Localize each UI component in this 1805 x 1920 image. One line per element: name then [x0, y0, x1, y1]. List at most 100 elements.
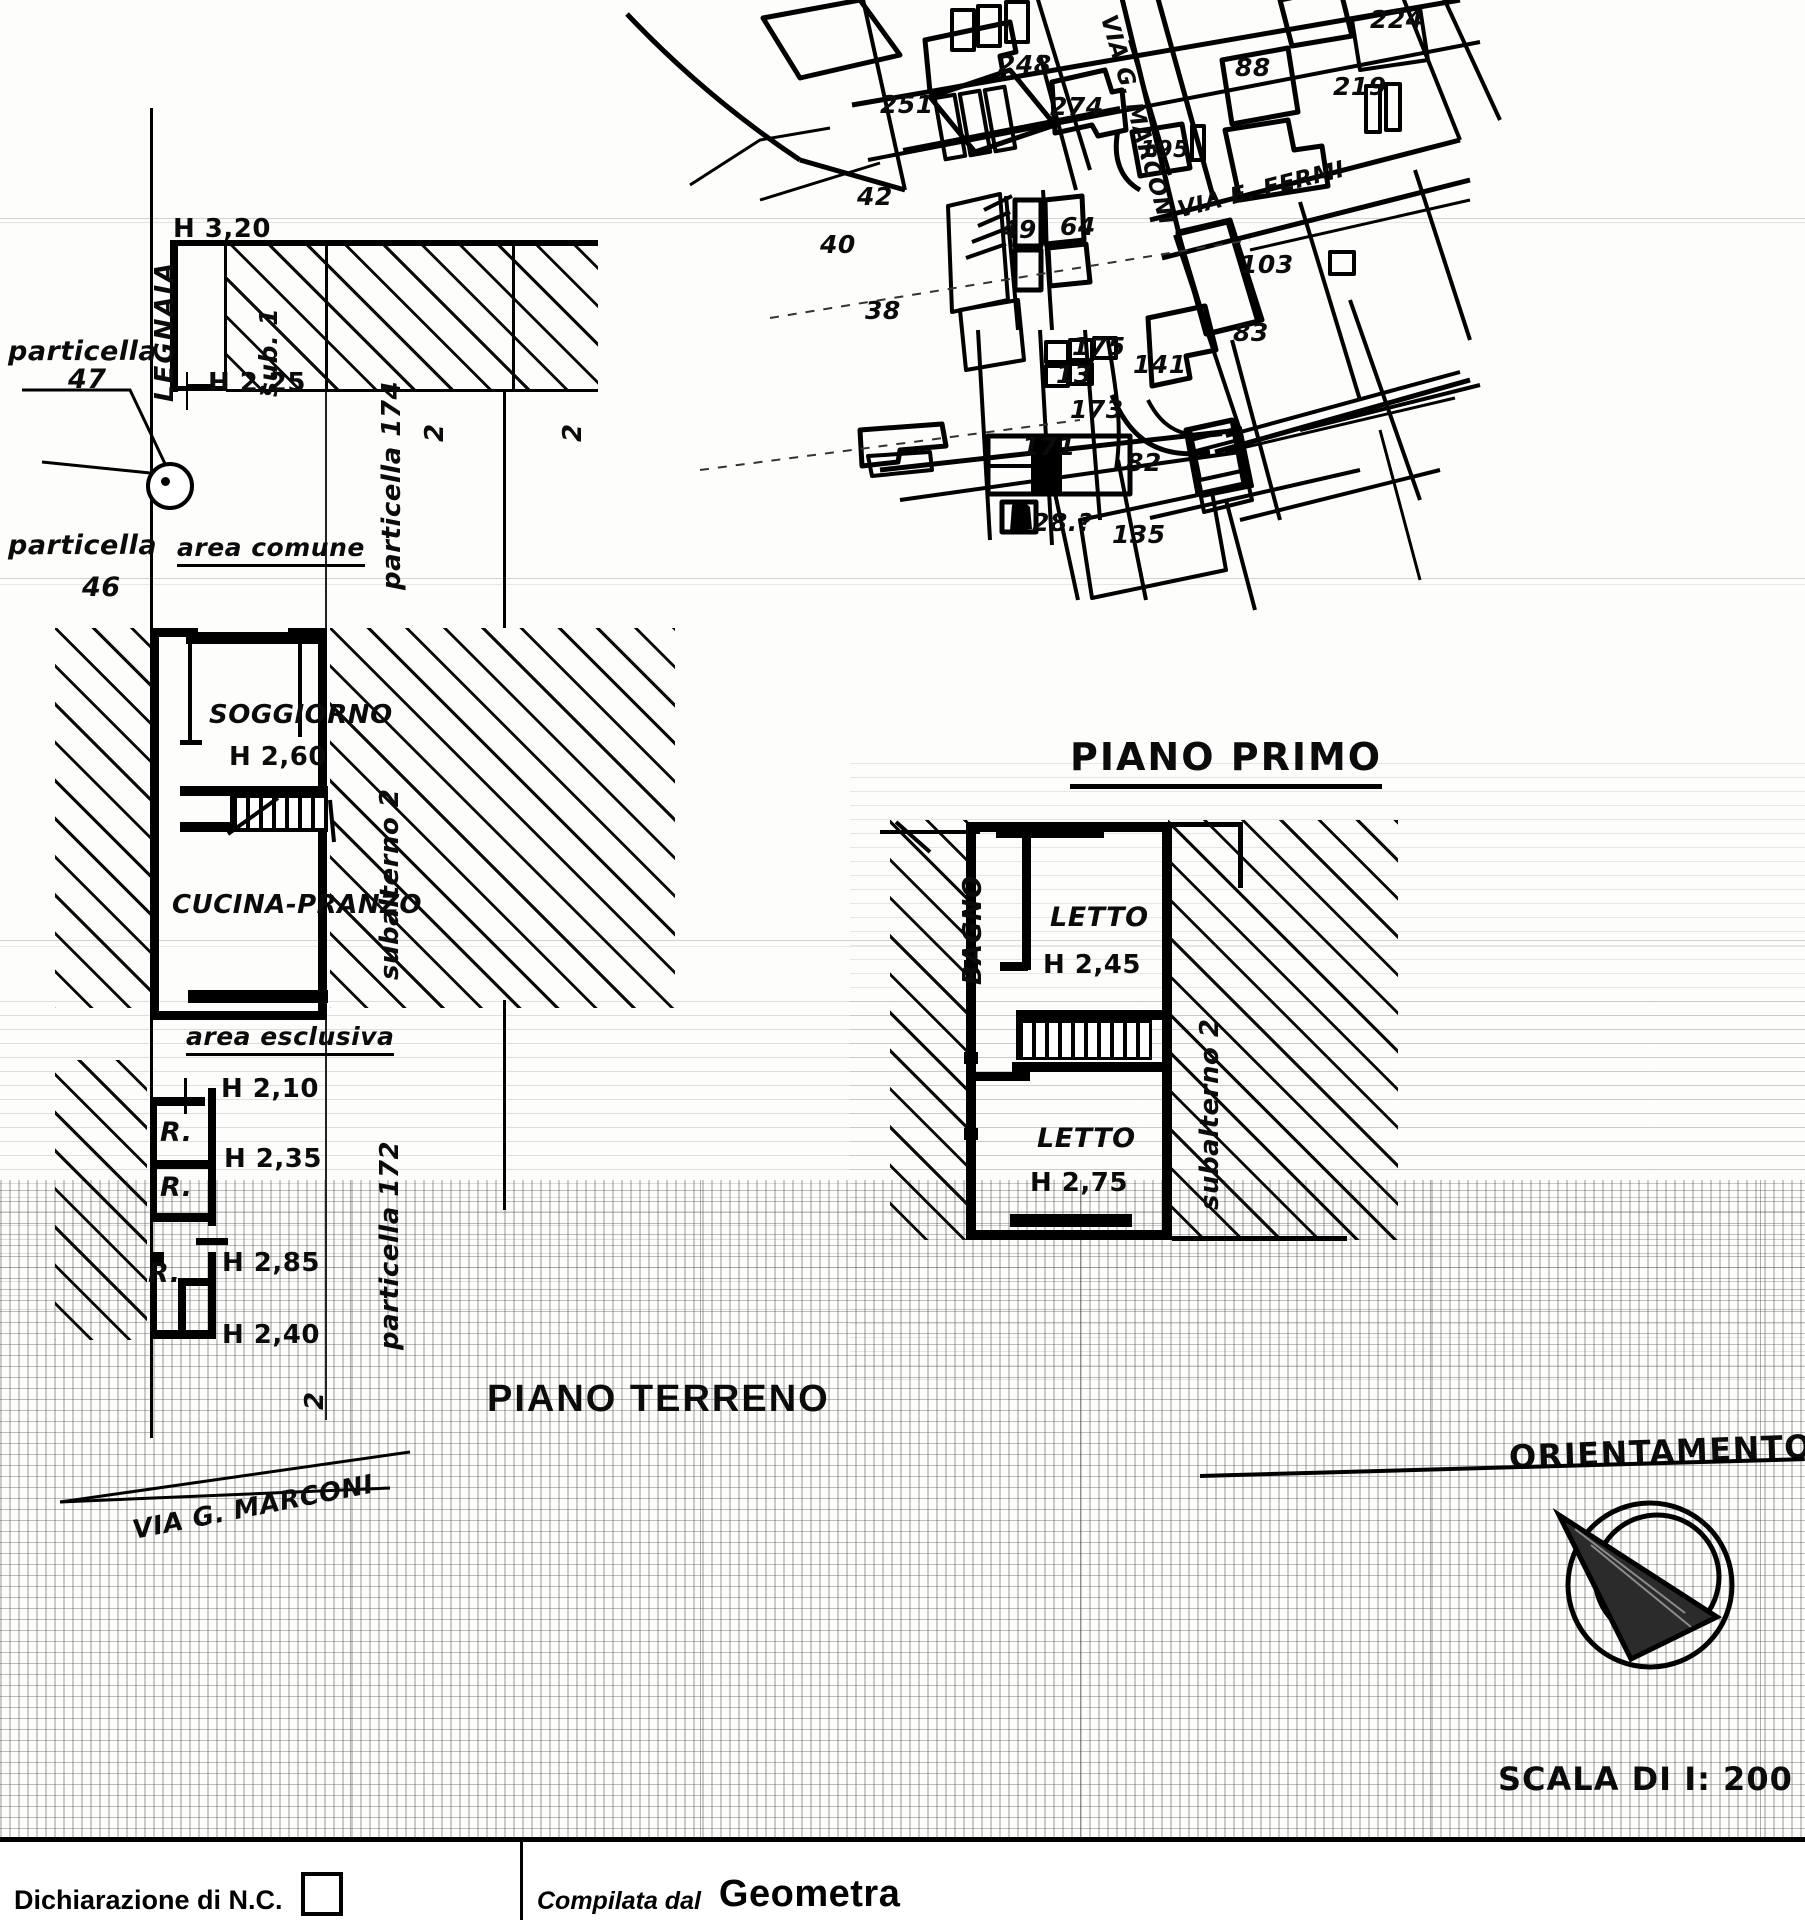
- unit-bottom-wall: [150, 1011, 327, 1020]
- height-2-35: H 2,35: [224, 1144, 322, 1174]
- lower-left-hatch: [55, 1060, 147, 1340]
- r1-left-wall: [150, 1097, 157, 1165]
- staircase-ground: [230, 795, 328, 831]
- compass-rose-icon: [1535, 1485, 1765, 1685]
- r1-door-tick: [184, 1078, 187, 1114]
- room-r2-label: R.: [160, 1172, 193, 1203]
- ff-boundary-lines: [880, 818, 1200, 878]
- map-parcel-13: 13: [1056, 360, 1092, 389]
- unit-left-wall: [150, 628, 159, 1020]
- parcel-47-leader: [20, 370, 280, 570]
- unit-top-wall-left: [150, 628, 198, 637]
- r2-right-wall: [208, 1160, 216, 1226]
- ff-extension-right: [1172, 822, 1242, 827]
- map-parcel-82: 82: [1126, 448, 1162, 477]
- ff-left-jamb-b: [964, 1052, 978, 1064]
- parcel-172-label: particella 172: [375, 1140, 405, 1350]
- ff-right-return: [1238, 822, 1243, 888]
- room-letto-1-label: LETTO: [1050, 902, 1149, 933]
- ff-stair-top-rail: [1016, 1010, 1164, 1020]
- ff-right-wall: [1162, 822, 1172, 1240]
- height-3-20: H 3,20: [173, 214, 271, 244]
- room-bagno-label: BAGNO: [958, 874, 988, 985]
- r2-left-wall: [150, 1160, 157, 1222]
- ff-left-jamb-a: [964, 960, 978, 972]
- footer-compiled-cell: Compilata dal Geometra: [523, 1842, 1805, 1920]
- map-parcel-40: 40: [820, 230, 856, 259]
- map-parcel-38: 38: [865, 296, 901, 325]
- bagno-threshold: [1000, 962, 1028, 971]
- map-parcel-28: 28.?: [1032, 508, 1093, 537]
- subalterno-2-ground: subalterno 2: [375, 788, 405, 980]
- ff-stair-bottom-rail: [1012, 1062, 1164, 1072]
- r2-bottom-wall-a: [150, 1213, 190, 1222]
- sub1-partition: [325, 243, 328, 391]
- map-parcel-141: 141: [1133, 350, 1187, 379]
- r3-right-wall: [208, 1252, 216, 1338]
- map-parcel-83: 83: [1233, 318, 1269, 347]
- r3-inner-box-side: [178, 1278, 186, 1334]
- map-parcel-175: 175: [1072, 332, 1126, 361]
- sub-mark-b: 2: [558, 423, 588, 442]
- bagno-partition: [1022, 830, 1031, 970]
- ff-bottom-extension: [1172, 1236, 1347, 1241]
- height-2-25: H 2,25: [208, 368, 306, 398]
- piano-terreno-title: PIANO TERRENO: [487, 1378, 830, 1420]
- r1-right-wall: [208, 1088, 216, 1168]
- first-floor-right-hatch: [1168, 820, 1398, 1240]
- height-2-40: H 2,40: [222, 1320, 320, 1350]
- map-parcel-195: 195: [1140, 137, 1190, 163]
- room-letto-2-label: LETTO: [1037, 1123, 1136, 1154]
- room-r1-label: R.: [160, 1117, 193, 1148]
- sub-mark-a: 2: [420, 423, 450, 442]
- parcel-node-circle: [146, 462, 194, 510]
- footer-declaration-checkbox[interactable]: [300, 1872, 343, 1916]
- r2-threshold: [196, 1238, 228, 1245]
- map-parcel-274: 274: [1050, 92, 1104, 121]
- area-esclusiva-label: area esclusiva: [186, 1022, 395, 1056]
- ff-stair-landing: [968, 1072, 1030, 1081]
- r3-left-wall: [150, 1252, 157, 1338]
- legnaia-top-wall: [170, 240, 598, 246]
- piano-primo-title: PIANO PRIMO: [1070, 735, 1383, 789]
- ff-left-jamb-c: [964, 1128, 978, 1140]
- lot-line-right-2: [503, 390, 506, 628]
- subalterno2-hatch: [330, 628, 675, 1008]
- map-parcel-42: 42: [857, 182, 893, 211]
- map-parcel-219: 219: [1333, 72, 1387, 101]
- legnaia-bottom-wall: [170, 386, 225, 391]
- scale-label: SCALA DI I: 200: [1498, 1760, 1793, 1798]
- unit-bottom-door-lintel: [188, 990, 328, 1003]
- map-parcel-49: 49: [1001, 215, 1037, 244]
- parcel-node-dot: [161, 477, 170, 486]
- parcel-46-label: particella: [8, 530, 158, 561]
- strip-bottom-edge: [226, 389, 598, 392]
- r1-top-wall: [150, 1097, 205, 1106]
- parcel-47-label: particella: [8, 336, 158, 367]
- ff-left-wall: [966, 822, 976, 1240]
- adjacent-unit-left-hatch: [55, 628, 150, 1008]
- legnaia-right-partition: [224, 243, 227, 391]
- staircase-first: [1016, 1020, 1152, 1060]
- strip-partition-2: [512, 243, 515, 391]
- soggiorno-window-jamb: [188, 637, 192, 742]
- map-parcel-224: 224: [1370, 5, 1424, 34]
- footer-bar: Dichiarazione di N.C. Compilata dal Geom…: [0, 1837, 1805, 1920]
- parcel-46-number: 46: [82, 572, 121, 603]
- room-soggiorno-height: H 2,60: [229, 742, 327, 772]
- stair-upper-rail: [180, 786, 328, 796]
- stair-direction-arrow: [222, 792, 352, 862]
- r3-inner-box: [178, 1278, 210, 1286]
- footer-declaration-label: Dichiarazione di N.C.: [14, 1885, 283, 1915]
- height-2-25-tick: [186, 372, 188, 410]
- piano-terreno-leader: [60, 1390, 480, 1530]
- map-parcel-64: 64: [1060, 212, 1096, 241]
- legnaia-hatch: [226, 243, 598, 391]
- legnaia-left-wall: [170, 240, 178, 392]
- room-r3-label: R.: [148, 1258, 181, 1289]
- subalterno-2-first: subalterno 2: [1195, 1018, 1225, 1210]
- map-parcel-173: 173: [1070, 395, 1124, 424]
- ff-bottom-lintel: [1010, 1214, 1132, 1227]
